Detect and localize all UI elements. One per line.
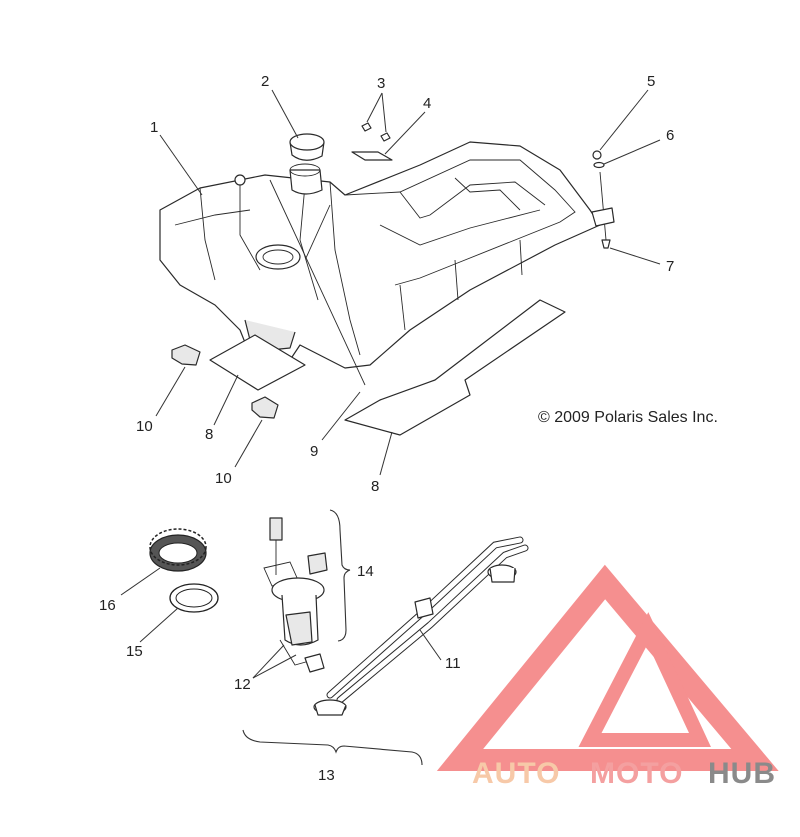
vent-tube bbox=[269, 179, 366, 386]
watermark-triangle-outer bbox=[436, 564, 779, 771]
brace-pump-assembly bbox=[242, 729, 423, 766]
callouts: 1 2 3 4 5 6 7 8 8 9 10 10 11 12 13 14 15… bbox=[99, 73, 674, 784]
callout-11: 11 bbox=[445, 655, 461, 672]
vent-tube-branch bbox=[305, 204, 331, 259]
lock-ring bbox=[149, 528, 207, 572]
tank-pad-right bbox=[344, 299, 566, 436]
callout-10-lower: 10 bbox=[215, 470, 232, 487]
bolts bbox=[361, 122, 391, 142]
callout-15: 15 bbox=[126, 643, 143, 660]
callout-9: 9 bbox=[310, 443, 318, 460]
fuel-tank bbox=[159, 141, 601, 369]
fastener-stack bbox=[591, 150, 615, 249]
mounting-bracket bbox=[351, 151, 393, 161]
leader-lines bbox=[120, 89, 661, 679]
callout-13: 13 bbox=[318, 767, 335, 784]
rubber-block-lower bbox=[251, 396, 279, 419]
callout-3: 3 bbox=[377, 75, 385, 92]
callout-2: 2 bbox=[261, 73, 269, 90]
watermark-word-auto: AUTO bbox=[472, 757, 560, 790]
callout-14: 14 bbox=[357, 563, 374, 580]
callout-5: 5 bbox=[647, 73, 655, 90]
callout-8-left: 8 bbox=[205, 426, 213, 443]
callout-6: 6 bbox=[666, 127, 674, 144]
callout-7: 7 bbox=[666, 258, 674, 275]
fuel-lines bbox=[313, 536, 529, 716]
rubber-block-upper bbox=[171, 344, 201, 366]
watermark-logo bbox=[436, 564, 779, 771]
callout-4: 4 bbox=[423, 95, 431, 112]
callout-8-right: 8 bbox=[371, 478, 379, 495]
callout-1: 1 bbox=[150, 119, 158, 136]
watermark-triangle-inner bbox=[578, 612, 711, 747]
brace-pump-group bbox=[329, 509, 351, 642]
copyright-notice: © 2009 Polaris Sales Inc. bbox=[538, 409, 718, 426]
seal-ring bbox=[169, 583, 219, 613]
watermark-word-moto: MOTO bbox=[590, 757, 683, 790]
fuel-pump bbox=[263, 517, 328, 673]
callout-10-upper: 10 bbox=[136, 418, 153, 435]
watermark-word-hub: HUB bbox=[708, 757, 776, 790]
tank-pad-left bbox=[209, 334, 306, 391]
callout-16: 16 bbox=[99, 597, 116, 614]
callout-12: 12 bbox=[234, 676, 251, 693]
fuel-cap bbox=[289, 133, 325, 161]
